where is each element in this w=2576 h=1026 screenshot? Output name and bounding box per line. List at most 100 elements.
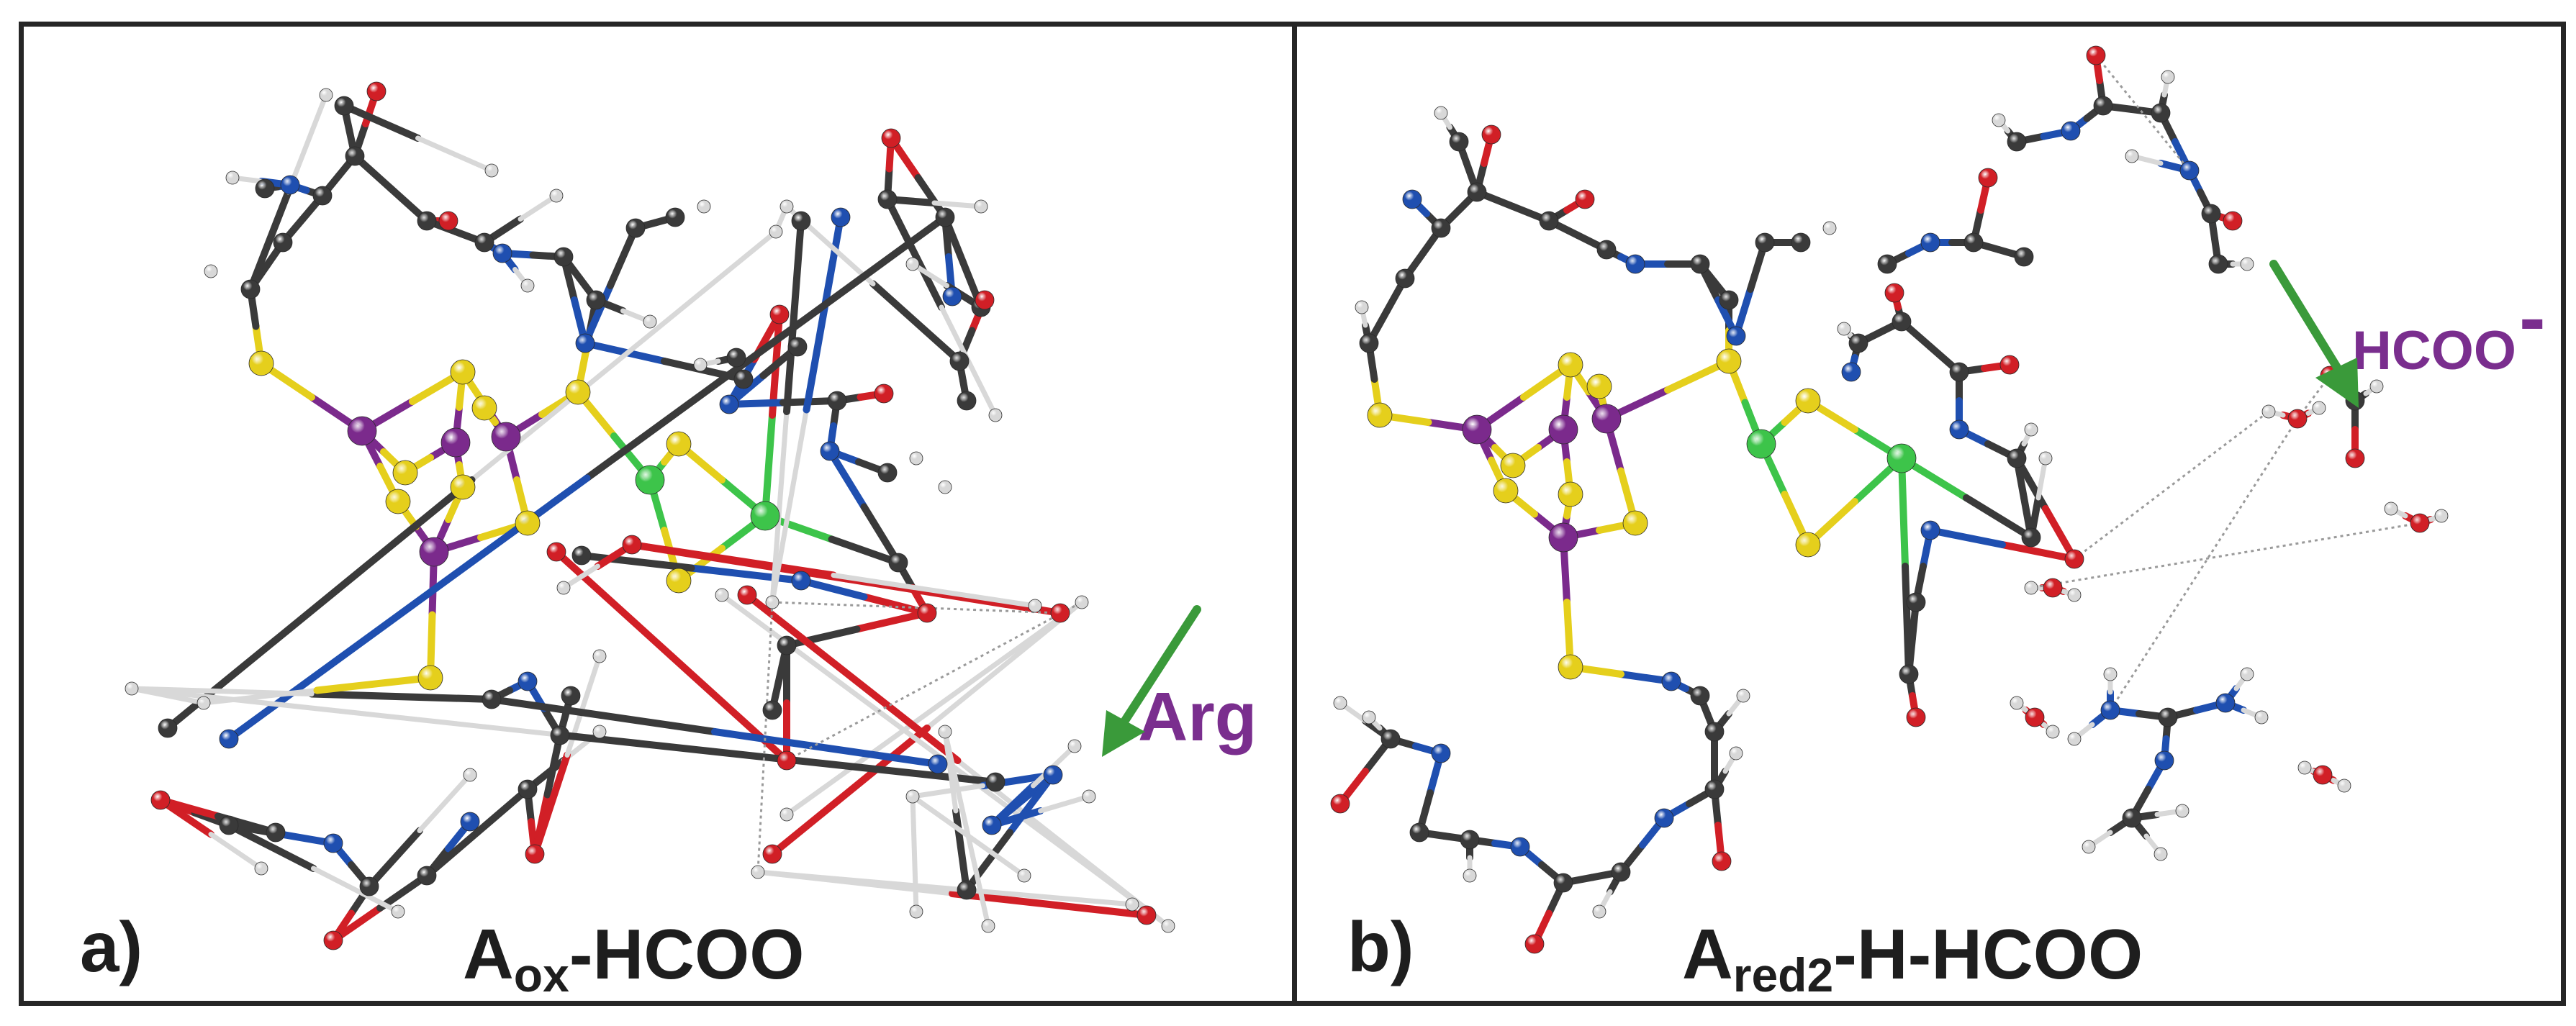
atom-carbon: [586, 290, 606, 310]
atom-hydrogen: [556, 581, 571, 595]
atom-iron: [419, 537, 449, 567]
atom-hydrogen: [2384, 501, 2398, 516]
title-rest-a: -HCOO: [569, 914, 805, 994]
molecular-structure-b: [1330, 45, 2449, 954]
atom-sulfur: [515, 510, 541, 536]
atom-nitrogen: [1043, 765, 1063, 785]
atom-carbon: [571, 545, 592, 566]
atom-hydrogen: [769, 224, 783, 239]
atom-oxygen: [1330, 794, 1350, 814]
atom-iron: [1548, 414, 1578, 445]
atom-hydrogen: [1028, 599, 1042, 613]
atom-oxygen: [2313, 765, 2333, 785]
atom-carbon: [482, 689, 502, 709]
annotation-arg: Arg: [1138, 678, 1257, 755]
atom-carbon: [1899, 664, 1919, 684]
atom-carbon: [1409, 822, 1429, 843]
atoms: [1330, 45, 2449, 954]
atom-oxygen: [1136, 905, 1157, 925]
atom-nitrogen: [2215, 693, 2236, 713]
atom-sulfur: [1500, 453, 1526, 478]
atom-carbon: [553, 247, 574, 267]
atom-carbon: [2021, 527, 2041, 548]
atom-carbon: [777, 635, 797, 655]
atom-nitrogen: [1402, 189, 1422, 209]
atom-iron: [440, 427, 471, 458]
atom-oxygen: [769, 304, 790, 324]
atom-carbon: [2007, 448, 2027, 468]
atom-oxygen: [2064, 549, 2084, 569]
atom-hydrogen: [693, 358, 708, 372]
molecular-structure-a: [125, 81, 1175, 950]
atom-hydrogen: [2312, 401, 2326, 415]
atom-carbon: [255, 178, 275, 199]
bonds: [129, 88, 1171, 944]
atom-hydrogen: [2067, 732, 2082, 746]
atom-carbon: [1449, 132, 1469, 152]
atom-sulfur: [392, 460, 418, 486]
panel-label-a: a): [80, 907, 143, 986]
atom-sulfur: [1795, 388, 1821, 414]
atom-nitrogen: [1920, 232, 1940, 253]
atom-hydrogen: [2038, 451, 2053, 466]
panel-label-b: b): [1347, 907, 1414, 986]
atom-carbon: [625, 218, 646, 238]
atom-hydrogen: [1355, 300, 1369, 314]
atom-hydrogen: [779, 199, 794, 214]
atom-hydrogen: [1082, 789, 1096, 804]
atom-hydrogen: [1434, 106, 1448, 120]
atom-hydrogen: [391, 904, 405, 919]
atom-nickel: [635, 465, 665, 495]
atom-oxygen: [2086, 45, 2106, 65]
atom-hydrogen: [2010, 696, 2024, 710]
atom-hydrogen: [225, 171, 240, 185]
atom-carbon: [949, 351, 970, 371]
atom-sulfur: [450, 359, 476, 385]
atom-hydrogen: [1992, 113, 2006, 127]
atom-nitrogen: [2179, 160, 2200, 181]
atom-hydrogen: [1075, 595, 1089, 609]
atom-carbon: [550, 725, 570, 745]
atom-carbon: [1380, 729, 1401, 749]
atom-nitrogen: [2154, 750, 2174, 771]
atom-oxygen: [622, 535, 642, 555]
atom-carbon: [2201, 204, 2221, 224]
atom-oxygen: [737, 585, 757, 605]
atom-hydrogen: [2261, 404, 2276, 419]
atom-nickel: [750, 501, 780, 531]
atom-oxygen: [1712, 851, 1732, 871]
atoms: [125, 81, 1175, 950]
atom-carbon: [240, 279, 261, 299]
annotation-hcoo-text: HCOO: [2352, 320, 2516, 381]
atom-carbon: [1431, 218, 1451, 238]
atom-carbon: [1690, 686, 1710, 706]
atom-carbon: [1467, 182, 1487, 202]
atom-carbon: [2151, 103, 2171, 123]
atom-hydrogen: [1333, 696, 1347, 710]
atom-nitrogen: [1654, 808, 1674, 828]
atom-nitrogen: [1949, 419, 1969, 440]
atom-sulfur: [1493, 478, 1519, 504]
atom-oxygen: [2025, 707, 2045, 727]
atom-hydrogen: [751, 865, 765, 879]
atom-hydrogen: [643, 314, 657, 329]
atom-sulfur: [450, 474, 476, 500]
title-sub-b: red2: [1732, 948, 1834, 1002]
atom-carbon: [1704, 722, 1725, 742]
atom-carbon: [957, 880, 977, 900]
atom-oxygen: [366, 81, 387, 101]
atom-hydrogen: [715, 588, 729, 602]
atom-carbon: [158, 718, 178, 738]
atom-hydrogen: [2175, 804, 2189, 818]
panel-b: b) Ared2-H-HCOO HCOO-: [1292, 22, 2566, 1006]
atom-hydrogen: [909, 904, 923, 919]
atom-oxygen: [150, 790, 171, 810]
atom-nitrogen: [982, 815, 1002, 835]
atom-carbon: [2158, 707, 2178, 727]
atom-hydrogen: [125, 681, 139, 696]
atom-iron: [347, 416, 377, 446]
atom-nitrogen: [1661, 671, 1681, 691]
atom-hydrogen: [1592, 904, 1606, 919]
atom-carbon: [219, 815, 239, 835]
title-main-a: A: [463, 914, 514, 994]
